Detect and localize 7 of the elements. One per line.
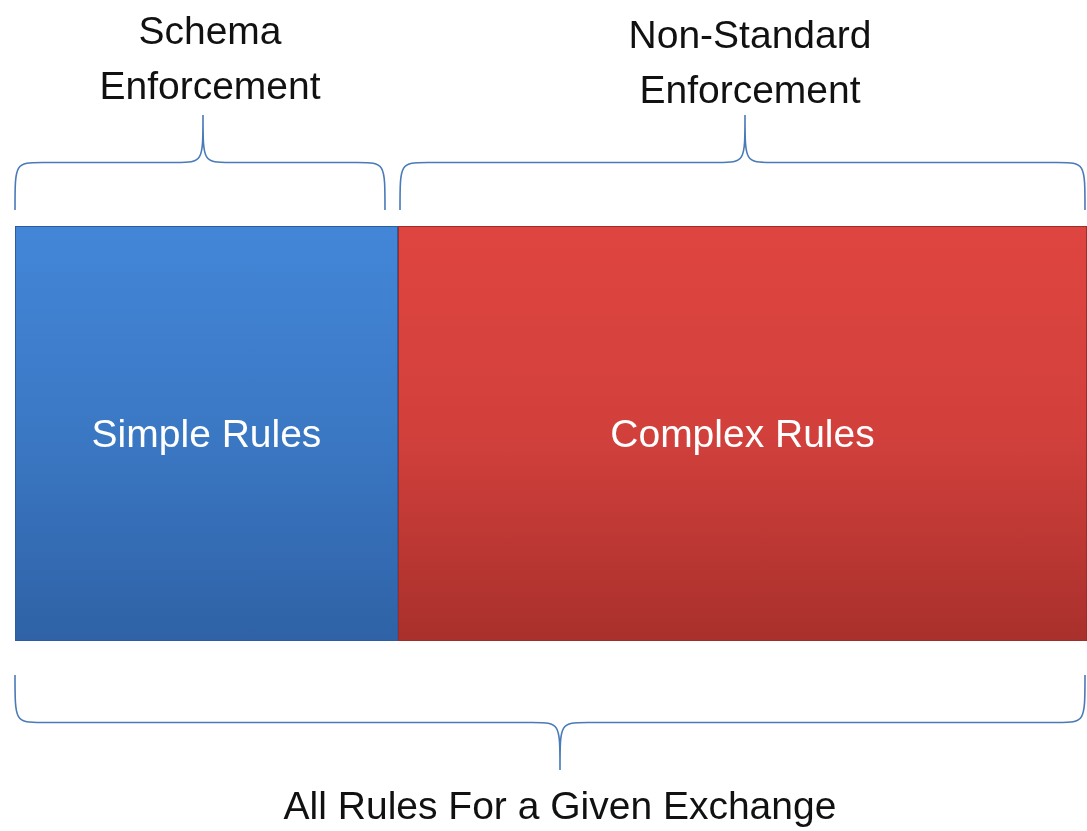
bracket-caption: All Rules For a Given Exchange	[282, 783, 838, 829]
rule-block	[398, 226, 1087, 641]
block-label: Simple Rules	[91, 411, 322, 456]
bracket-caption: Non-Standard Enforcement	[627, 12, 873, 113]
block-label: Complex Rules	[610, 411, 875, 456]
bracket-caption: Schema Enforcement	[98, 8, 322, 109]
rule-block	[15, 226, 398, 641]
